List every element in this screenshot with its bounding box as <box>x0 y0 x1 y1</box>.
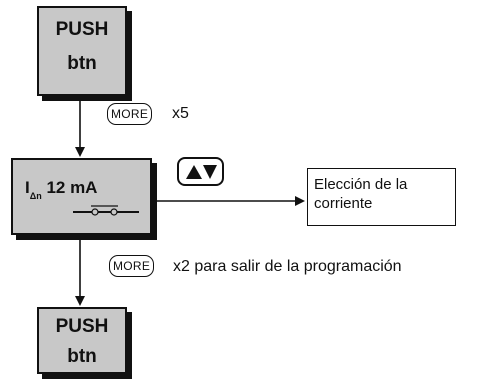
result-box: Elección de la corriente <box>307 168 456 226</box>
more-button-step1: MORE <box>107 103 153 125</box>
push-label-bottom: PUSH <box>55 316 109 337</box>
btn-label-top: btn <box>67 53 97 74</box>
up-down-triangles-icon <box>186 165 217 179</box>
current-display: IΔn 12 mA <box>25 178 97 201</box>
push-button-box-top: PUSH btn <box>37 6 127 96</box>
push-label-top: PUSH <box>55 19 109 40</box>
result-text: Elección de la corriente <box>314 176 408 212</box>
switch-contact-icon <box>73 205 139 216</box>
current-subscript: Δn <box>29 191 42 201</box>
push-button-box-bottom: PUSH btn <box>37 307 127 374</box>
display-box: IΔn 12 mA <box>11 158 152 235</box>
btn-label-bottom: btn <box>67 346 97 367</box>
more-button-step2: MORE <box>109 255 155 277</box>
repeat-count-step2: x2 para salir de la programación <box>173 258 402 275</box>
up-down-button <box>177 157 224 186</box>
current-symbol: I <box>25 178 30 197</box>
current-value: 12 mA <box>46 178 98 197</box>
repeat-count-step1: x5 <box>172 105 189 122</box>
